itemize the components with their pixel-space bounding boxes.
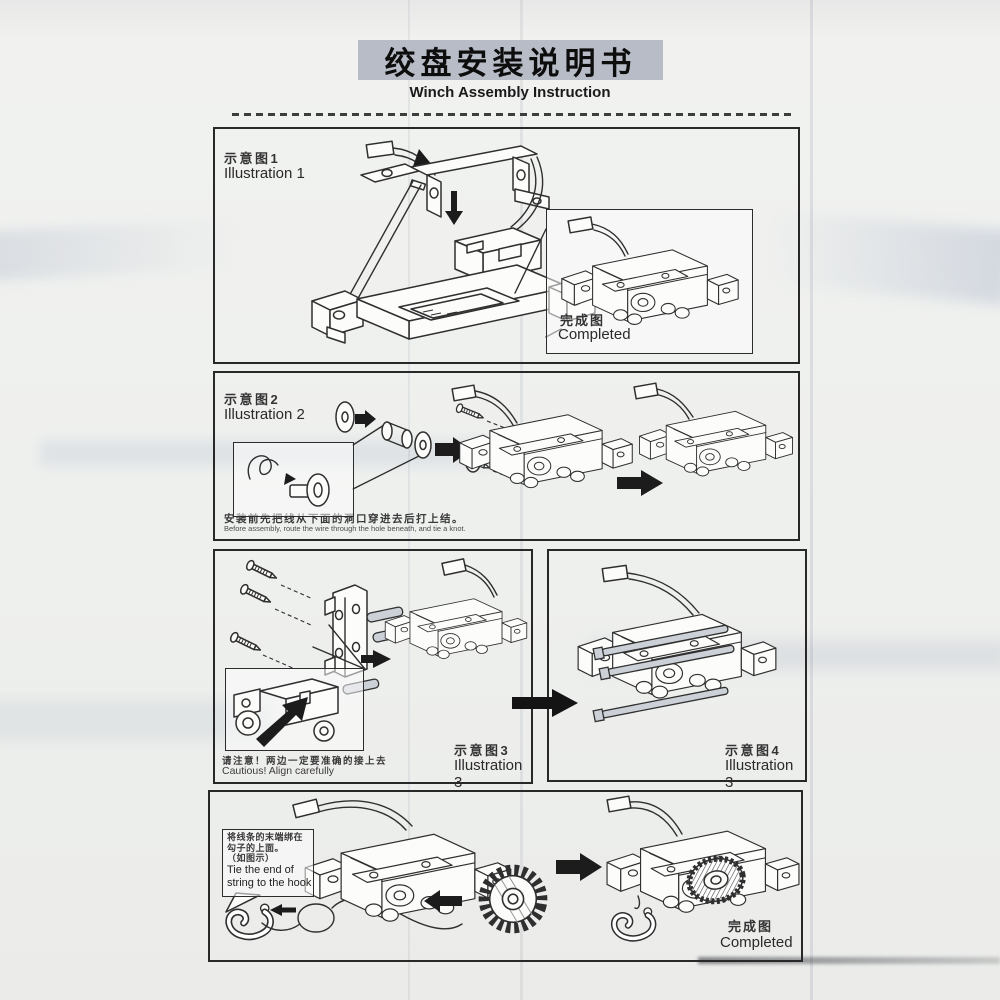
gray-pin (366, 606, 404, 623)
dashed-divider (232, 113, 795, 116)
step-arrow-icon (617, 470, 663, 496)
wire-connector (451, 384, 518, 426)
panel3-label-chinese: 示意图3 (454, 743, 511, 758)
washer-part (335, 401, 355, 433)
wire-connector (441, 558, 498, 598)
curved-strap (514, 156, 544, 232)
panel1-drawing (311, 140, 596, 344)
panel1-completed-inset: 完成图 Completed (546, 209, 753, 354)
completed-winch-drawing (561, 249, 739, 325)
hook-icon (614, 908, 653, 938)
hanging-string (634, 895, 641, 910)
partial-winch-drawing (459, 414, 633, 489)
panel1-inset-caption-chinese: 完成图 (560, 313, 606, 328)
winch-body-drawing (384, 598, 528, 659)
wire-connector (633, 382, 694, 420)
small-arrow-icon (284, 473, 296, 485)
spool-closeup (289, 473, 330, 507)
callout-line1-english: Tie the end of (227, 863, 294, 876)
panel-final-assembly: 将线条的末端绑在 勾子的上面。 （如图示） Tie the end of str… (208, 790, 803, 962)
long-screw-rod (592, 686, 729, 723)
panel-illustration-3: 请注意！两边一定要准确的接上去 Cautious! Align carefull… (213, 549, 533, 791)
long-screw-rod (598, 644, 735, 681)
panel2-drawing (335, 382, 793, 496)
insert-arrow-icon (361, 650, 391, 668)
panel1-label-english: Illustration 1 (224, 165, 305, 182)
panel4-caption-english: Completed (720, 934, 793, 951)
panel3-caution-english: Cautious! Align carefully (222, 765, 335, 777)
panel2-inset-drawing (247, 455, 330, 507)
page-title-english: Winch Assembly Instruction (409, 84, 611, 101)
title-bar: 绞盘安装说明书 (358, 40, 663, 81)
callout-line1-chinese: 将线条的末端绑在 (227, 832, 304, 842)
panel3-caution-chinese: 请注意！两边一定要准确的接上去 (222, 756, 388, 767)
panel2-note-english: Before assembly, route the wire through … (224, 524, 466, 533)
crease-band-right (767, 209, 1000, 306)
string-loop (297, 903, 335, 933)
wound-drum (686, 855, 746, 905)
wire-connector (606, 795, 683, 837)
base-frame (311, 264, 596, 344)
panel1-inset-drawing (561, 216, 739, 325)
callout-line3-chinese: （如图示） (227, 853, 275, 863)
step-arrow-icon (556, 853, 602, 881)
gear-insert-arrow-icon (424, 890, 462, 912)
screw-part (238, 582, 274, 608)
panel2-label-chinese: 示意图2 (224, 392, 281, 407)
panel4-callout-box: 将线条的末端绑在 勾子的上面。 （如图示） Tie the end of str… (222, 829, 314, 897)
inset-pointer-lines (352, 422, 426, 490)
string-to-hook (261, 922, 301, 931)
screw-part (228, 630, 264, 656)
panel1-label-chinese: 示意图1 (224, 151, 281, 166)
panel2-label-english: Illustration 2 (224, 406, 305, 423)
screw-part (244, 558, 280, 584)
wire-connector (601, 564, 700, 616)
down-arrow-icon (445, 191, 463, 225)
panel-illustration-4: 示意图4 Illustration 3 (547, 549, 807, 791)
page-title-chinese: 绞盘安装说明书 (384, 45, 637, 81)
inset-pointer-lines (312, 624, 366, 670)
panel3-closeup-inset (225, 668, 364, 751)
small-right-arrow-icon (355, 410, 376, 428)
callout-line2-english: string to the hook (227, 876, 312, 889)
panel1-inset-caption-english: Completed (558, 326, 631, 343)
screw-guide-lines (262, 584, 314, 670)
align-arrow-icon (256, 697, 308, 747)
panel4-label-english: Illustration 3 (725, 757, 794, 791)
panel3-label-english: Illustration 3 (454, 757, 523, 791)
crease-band-left (0, 218, 242, 282)
screw-part (454, 402, 486, 423)
string-squiggle (247, 455, 279, 480)
assembled-winch-drawing (639, 410, 793, 477)
panel3-right-drawing (577, 564, 777, 723)
hook-icon (229, 904, 271, 937)
axle-spool-part (381, 421, 432, 459)
panel-illustration-2: 示意图2 Illustration 2 安装前先把线从下面的洞口穿进去后打上结。… (213, 371, 800, 541)
panel4-label-chinese: 示意图4 (725, 743, 782, 758)
vertical-fold-3 (810, 0, 813, 1000)
panel3-inset-drawing (233, 678, 339, 747)
gear-icon (478, 864, 547, 933)
panel2-string-inset (233, 442, 354, 517)
callout-line2-chinese: 勾子的上面。 (227, 842, 285, 853)
wire-connector (292, 798, 413, 831)
step-arrow-icon (512, 689, 578, 717)
panel4-caption-chinese: 完成图 (728, 919, 774, 934)
long-screw-rod (592, 624, 729, 661)
panel-illustration-1: 示意图1 Illustration 1 完成图 Completed (213, 127, 800, 364)
small-left-arrow-icon (270, 904, 296, 916)
wire-connector (567, 216, 629, 257)
hanger-bracket (360, 145, 550, 218)
